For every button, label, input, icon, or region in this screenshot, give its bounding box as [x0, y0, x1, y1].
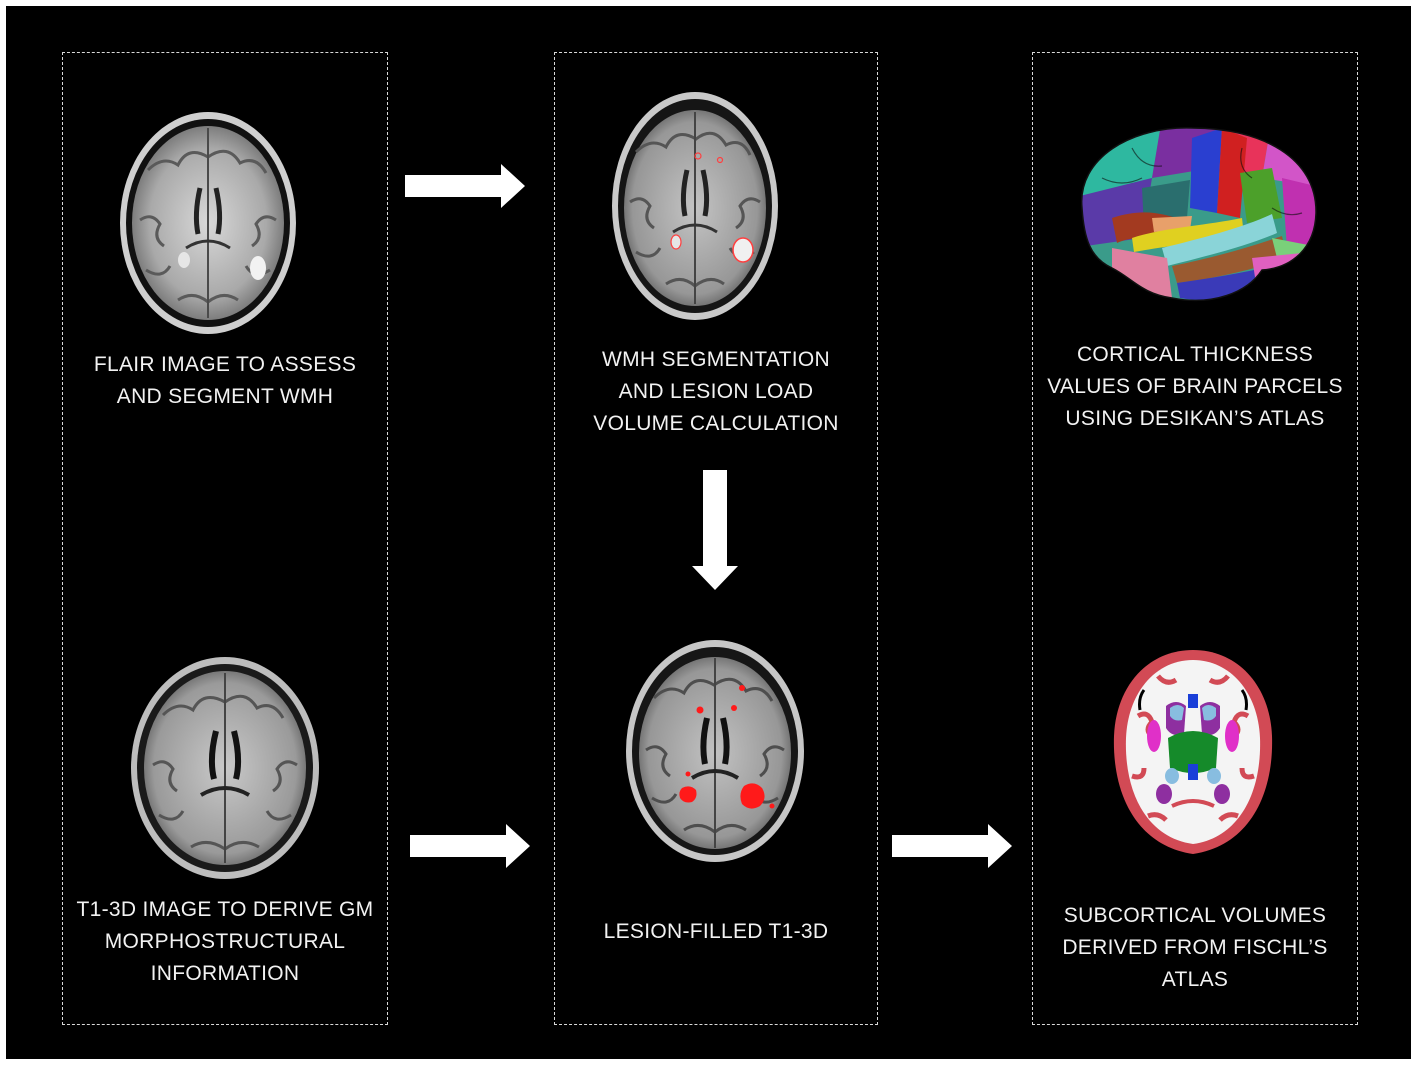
wmh-caption-line-1: WMH SEGMENTATION [601, 348, 830, 371]
t1-caption-line-2: MORPHOSTRUCTURAL [104, 930, 346, 953]
arrow-right-icon [405, 164, 525, 208]
cortical-caption-line-1: CORTICAL THICKNESS [1076, 343, 1314, 366]
wmh-caption-line-3: VOLUME CALCULATION [593, 412, 839, 435]
flair-caption: FLAIR IMAGE TO ASSESS AND SEGMENT WMH [62, 349, 388, 413]
subcortical-segmentation-icon [1113, 650, 1273, 854]
t1-caption: T1-3D IMAGE TO DERIVE GM MORPHOSTRUCTURA… [62, 894, 388, 990]
t1-scan-icon [131, 657, 319, 879]
arrow-right-icon [892, 824, 1012, 868]
subcortical-caption: SUBCORTICAL VOLUMES DERIVED FROM FISCHL’… [1032, 900, 1358, 996]
panel-middle [554, 52, 878, 1025]
t1-caption-line-3: INFORMATION [150, 962, 300, 985]
subcortical-caption-line-2: DERIVED FROM FISCHL’S [1062, 936, 1328, 959]
cortical-surface-icon [1081, 127, 1317, 302]
wmh-caption-line-2: AND LESION LOAD [618, 380, 814, 403]
flair-caption-line-1: FLAIR IMAGE TO ASSESS [93, 353, 357, 376]
wmh-segmentation-scan-icon [612, 92, 778, 320]
lesion-filled-scan-icon [626, 640, 804, 862]
cortical-caption: CORTICAL THICKNESS VALUES OF BRAIN PARCE… [1032, 339, 1358, 435]
panel-right [1032, 52, 1358, 1025]
lesion-filled-caption: LESION-FILLED T1-3D [554, 916, 878, 948]
subcortical-caption-line-1: SUBCORTICAL VOLUMES [1063, 904, 1327, 927]
subcortical-caption-line-3: ATLAS [1161, 968, 1229, 991]
panel-left [62, 52, 388, 1025]
arrow-right-icon [410, 824, 530, 868]
arrow-down-icon [692, 470, 738, 590]
t1-caption-line-1: T1-3D IMAGE TO DERIVE GM [76, 898, 374, 921]
wmh-caption: WMH SEGMENTATION AND LESION LOAD VOLUME … [554, 344, 878, 440]
flair-caption-line-2: AND SEGMENT WMH [116, 385, 334, 408]
cortical-caption-line-3: USING DESIKAN’S ATLAS [1065, 407, 1325, 430]
flair-scan-icon [120, 112, 296, 334]
cortical-caption-line-2: VALUES OF BRAIN PARCELS [1047, 375, 1343, 398]
diagram-canvas: FLAIR IMAGE TO ASSESS AND SEGMENT WMH T1… [6, 6, 1411, 1059]
lesion-filled-caption-line-1: LESION-FILLED T1-3D [603, 920, 829, 943]
